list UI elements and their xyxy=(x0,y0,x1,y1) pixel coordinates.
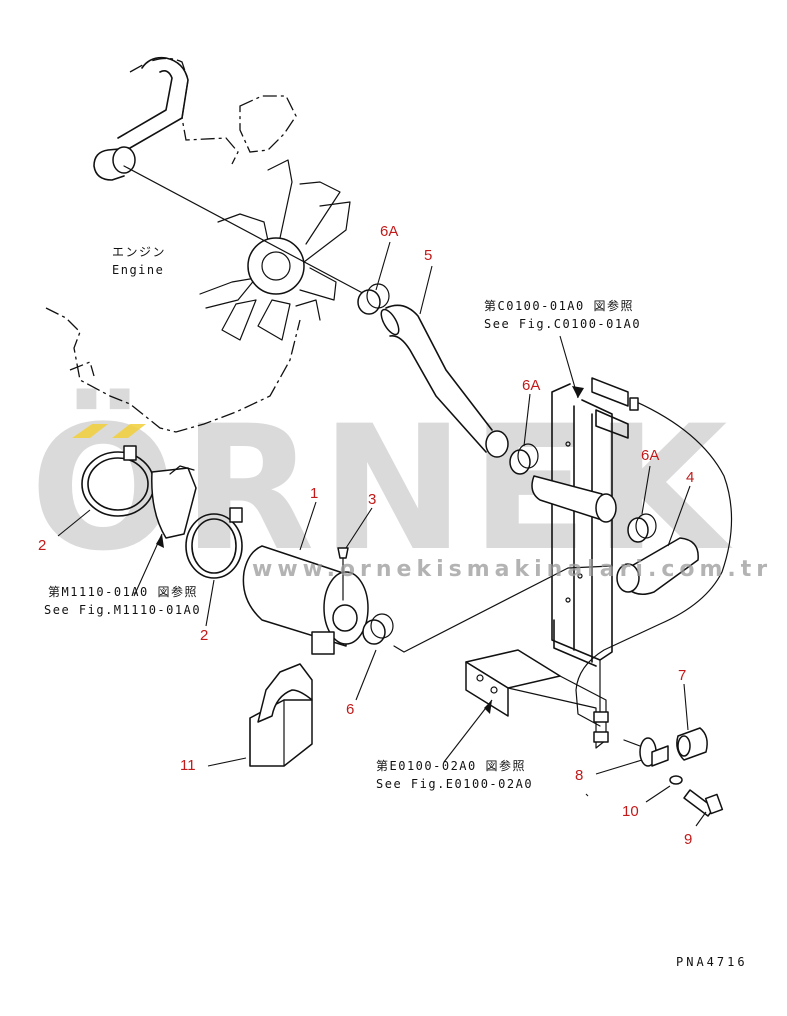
ref-e0100-jp: 第E0100-02A0 図参照 xyxy=(376,758,526,773)
callout-2-left: 2 xyxy=(38,537,46,554)
exhaust-pipe-top xyxy=(93,56,189,181)
support-11 xyxy=(249,663,313,767)
engine-label-en: Engine xyxy=(112,263,164,277)
callout-1: 1 xyxy=(310,485,318,502)
callout-5: 5 xyxy=(424,247,432,264)
callout-11: 11 xyxy=(180,757,196,774)
clamp-6a-right xyxy=(627,513,657,543)
band-clamp-2-left xyxy=(81,445,155,517)
callout-6a-top: 6A xyxy=(380,223,398,240)
ref-m1110-en: See Fig.M1110-01A0 xyxy=(44,603,201,617)
ref-c0100-jp: 第C0100-01A0 図参照 xyxy=(484,298,634,313)
callout-3: 3 xyxy=(368,491,376,508)
clamp-6a-mid xyxy=(509,443,539,475)
leader-lines xyxy=(57,241,707,827)
hose-5 xyxy=(380,304,509,458)
clamp-6 xyxy=(362,613,394,645)
callout-6: 6 xyxy=(346,701,354,718)
watermark: ÖRNEK xyxy=(30,388,733,589)
ref-c0100-en: See Fig.C0100-01A0 xyxy=(484,317,641,331)
callout-9: 9 xyxy=(684,831,692,848)
watermark-accent-right xyxy=(112,424,146,438)
watermark-accent-left xyxy=(72,424,108,438)
callout-6a-right: 6A xyxy=(641,447,659,464)
callout-10: 10 xyxy=(622,803,639,820)
callout-6a-mid: 6A xyxy=(522,377,540,394)
muffler-1 xyxy=(242,545,369,655)
callout-2-mid: 2 xyxy=(200,627,208,644)
pipe-middle xyxy=(531,475,617,523)
engine-phantom xyxy=(45,57,301,433)
mounting-plate xyxy=(465,649,609,749)
saddle-bracket xyxy=(151,465,197,539)
drawing-code: PNA4716 xyxy=(676,955,748,969)
screw-3 xyxy=(337,547,349,601)
loop-pipe xyxy=(575,399,733,727)
tail-pipe xyxy=(393,565,613,653)
watermark-brand: ÖRNEK xyxy=(30,388,733,589)
callout-8: 8 xyxy=(575,767,583,784)
ref-m1110-jp: 第M1110-01A0 図参照 xyxy=(48,584,198,599)
band-clamp-2-mid xyxy=(185,507,243,579)
watermark-url: www.ornekismakinalari.com.tr xyxy=(252,557,772,582)
sensor-top xyxy=(591,377,639,411)
engine-label-jp: エンジン xyxy=(112,245,166,259)
callout-7: 7 xyxy=(678,667,686,684)
ref-e0100-en: See Fig.E0100-02A0 xyxy=(376,777,533,791)
hose-4 xyxy=(616,537,699,595)
callout-4: 4 xyxy=(686,469,694,486)
fan xyxy=(199,159,351,341)
callouts: 6A 5 6A 6A 4 1 3 2 2 6 7 8 10 9 11 xyxy=(38,223,694,848)
sensor-assembly xyxy=(623,727,724,817)
